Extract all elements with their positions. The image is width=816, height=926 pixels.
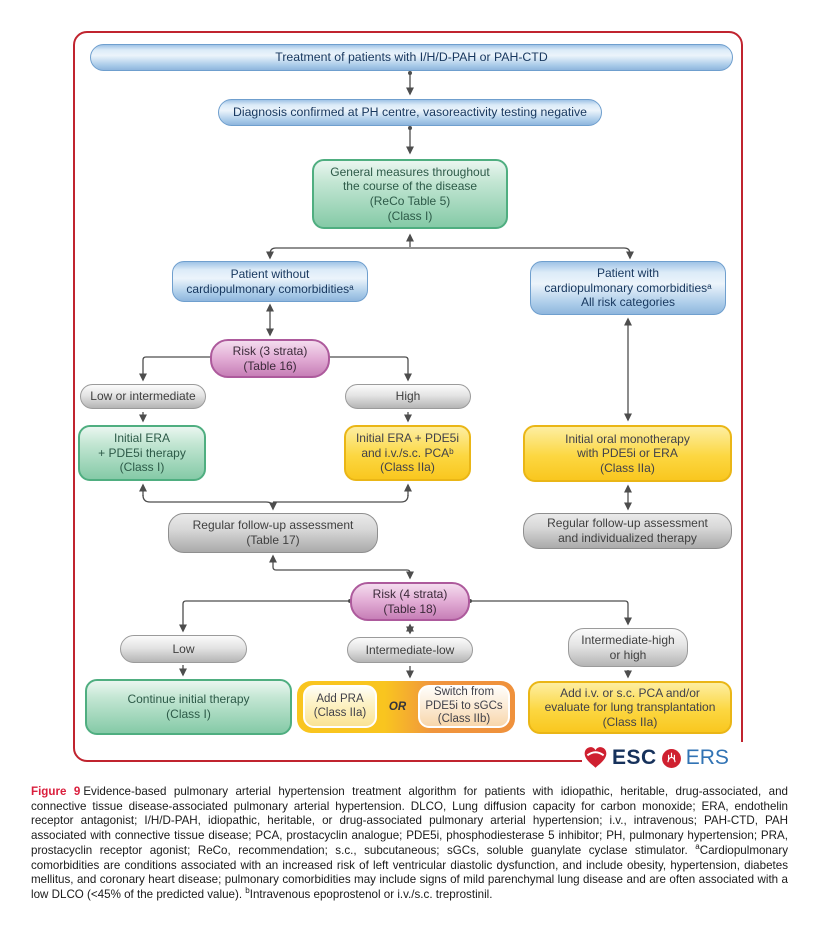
node-or-combo-box: Add PRA (Class IIa) OR Switch from PDE5i… bbox=[297, 681, 515, 733]
node-initial-era-pde5i: Initial ERA + PDE5i therapy (Class I) bbox=[78, 425, 206, 481]
node-diagnosis: Diagnosis confirmed at PH centre, vasore… bbox=[218, 99, 602, 126]
node-switch-pde5i-sgc: Switch from PDE5i to sGCs (Class IIb) bbox=[418, 685, 510, 728]
or-label: OR bbox=[388, 701, 407, 713]
node-initial-oral-monotherapy: Initial oral monotherapy with PDE5i or E… bbox=[523, 425, 732, 482]
caption-superscript-b: b bbox=[245, 886, 250, 896]
node-patient-with-comorbidities: Patient with cardiopulmonary comorbiditi… bbox=[530, 261, 726, 315]
node-initial-era-pde5i-pca: Initial ERA + PDE5i and i.v./s.c. PCAᵇ (… bbox=[344, 425, 471, 481]
node-risk-3-strata: Risk (3 strata) (Table 16) bbox=[210, 339, 330, 378]
ers-lungs-icon bbox=[661, 748, 681, 768]
pill-intermediate-low: Intermediate-low bbox=[347, 637, 473, 663]
caption-text-2: Cardiopulmonary comorbidities are condit… bbox=[31, 843, 788, 901]
node-followup-table17: Regular follow-up assessment (Table 17) bbox=[168, 513, 378, 553]
node-treatment: Treatment of patients with I/H/D-PAH or … bbox=[90, 44, 733, 71]
node-add-pra: Add PRA (Class IIa) bbox=[303, 685, 377, 728]
pill-intermediate-high-or-high: Intermediate-high or high bbox=[568, 628, 688, 667]
esc-logo-text: ESC bbox=[612, 746, 657, 769]
caption-text-3: Intravenous epoprostenol or i.v./s.c. tr… bbox=[249, 887, 493, 901]
caption-superscript-a: a bbox=[695, 841, 700, 851]
pill-low: Low bbox=[120, 635, 247, 663]
ers-logo-text: ERS bbox=[685, 746, 729, 769]
figure-frame bbox=[73, 31, 743, 762]
node-general-measures: General measures throughout the course o… bbox=[312, 159, 508, 229]
esc-heart-icon bbox=[584, 747, 607, 768]
node-risk-4-strata: Risk (4 strata) (Table 18) bbox=[350, 582, 470, 621]
node-patient-without-comorbidities: Patient without cardiopulmonary comorbid… bbox=[172, 261, 368, 302]
figure-label: Figure 9 bbox=[31, 785, 81, 798]
node-continue-initial-therapy: Continue initial therapy (Class I) bbox=[85, 679, 292, 735]
pill-low-or-intermediate: Low or intermediate bbox=[80, 384, 206, 409]
pill-high: High bbox=[345, 384, 471, 409]
society-logos: ESC ERS bbox=[582, 742, 746, 774]
node-followup-individualized: Regular follow-up assessment and individ… bbox=[523, 513, 732, 549]
caption-text-1: Evidence-based pulmonary arterial hypert… bbox=[31, 785, 788, 857]
node-add-pca-transplant: Add i.v. or s.c. PCA and/or evaluate for… bbox=[528, 681, 732, 734]
